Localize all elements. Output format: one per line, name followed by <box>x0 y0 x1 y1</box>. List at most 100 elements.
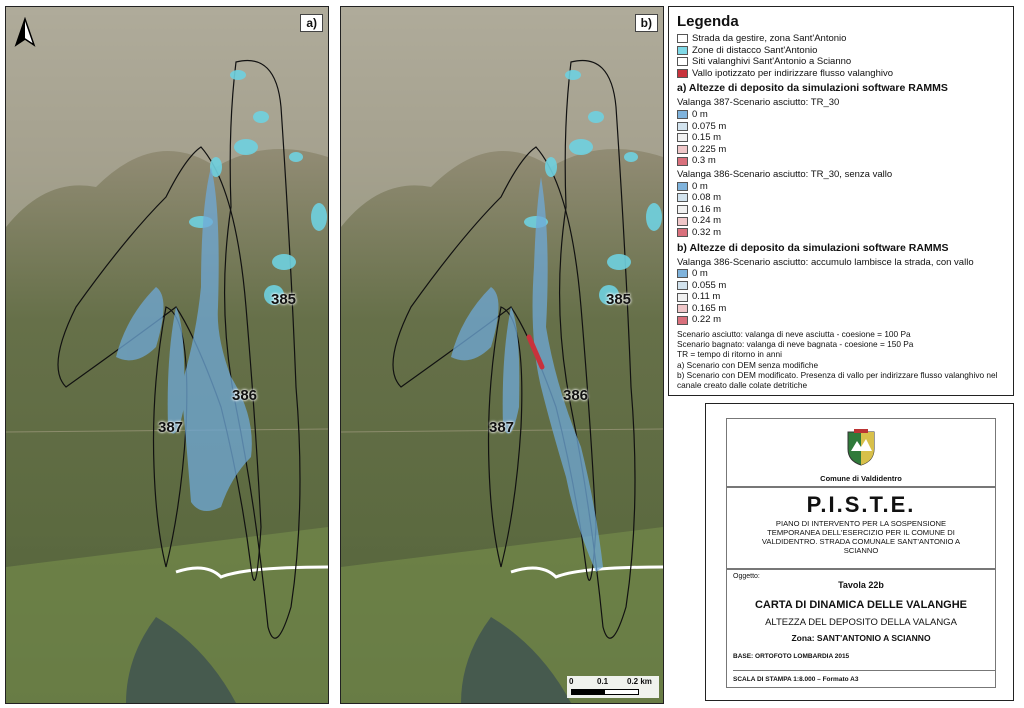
legend-class-label: 0.08 m <box>692 192 722 204</box>
legend-class: 0.15 m <box>677 132 1005 144</box>
legend-class-label: 0.075 m <box>692 120 727 132</box>
legend-notes: Scenario asciutto: valanga di neve asciu… <box>677 329 1005 390</box>
legend-item-label: Siti valanghivi Sant'Antonio a Scianno <box>692 56 852 68</box>
basemap-label: BASE: ORTOFOTO LOMBARDIA 2015 <box>733 653 850 660</box>
site-385-outline <box>559 60 636 639</box>
legend-class: 0.055 m <box>677 280 1005 292</box>
oggetto-label: Oggetto: <box>733 573 760 580</box>
legend-swatch <box>677 69 688 79</box>
legend-class-label: 0.11 m <box>692 291 721 303</box>
legend-swatch <box>677 145 688 155</box>
title-block: Comune di Valdidentro P.I.S.T.E. PIANO D… <box>705 403 1014 701</box>
legend-class-label: 0.055 m <box>692 279 727 291</box>
legend-class: 0.32 m <box>677 227 1005 239</box>
project-header: P.I.S.T.E. PIANO DI INTERVENTO PER LA SO… <box>726 486 996 570</box>
legend-swatch <box>677 193 688 203</box>
legend-class: 0 m <box>677 109 1005 121</box>
deflection-dam <box>526 334 545 370</box>
site-label-387: 387 <box>158 419 184 436</box>
legend-item-label: Vallo ipotizzato per indirizzare flusso … <box>692 67 894 79</box>
legend-section-b: b) Altezze di deposito da simulazioni so… <box>677 241 949 254</box>
legend-item-label: Strada da gestire, zona Sant'Antonio <box>692 33 847 44</box>
site-label-386: 386 <box>563 387 589 404</box>
legend-title: Legenda <box>677 13 739 30</box>
legend-swatch <box>677 156 688 166</box>
legend-swatch <box>677 110 688 120</box>
legend-swatch <box>677 205 688 215</box>
scale-end: 0.2 km <box>627 677 652 686</box>
legend-section-a: a) Altezze di deposito da simulazioni so… <box>677 82 948 95</box>
legend-class-label: 0.15 m <box>692 132 722 144</box>
legend-swatch <box>677 304 688 314</box>
piste-title: P.I.S.T.E. <box>806 492 916 517</box>
legend-swatch <box>677 315 688 325</box>
legend-class-label: 0 m <box>692 268 708 280</box>
scale-mid: 0.1 <box>597 677 609 686</box>
legend-class-label: 0.16 m <box>692 203 722 215</box>
legend-swatch <box>677 269 688 279</box>
legend-note: b) Scenario con DEM modificato. Presenza… <box>677 369 998 391</box>
scale-bar-graphic <box>571 689 639 695</box>
legend-class: 0 m <box>677 268 1005 280</box>
panel-tag: a) <box>300 14 323 32</box>
legend-class: 0.11 m <box>677 291 1005 303</box>
legend-swatch <box>677 57 688 67</box>
tavola-number: Tavola 22b <box>838 580 884 590</box>
road-line <box>510 565 663 579</box>
legend-swatch <box>677 181 688 191</box>
site-label-387: 387 <box>489 419 515 436</box>
legend-class-label: 0.165 m <box>692 302 727 314</box>
site-label-386: 386 <box>232 387 258 404</box>
site-label-385: 385 <box>606 291 632 308</box>
road-line <box>175 565 328 579</box>
legend-class-label: 0.22 m <box>692 314 722 326</box>
legend-swatch <box>677 45 688 55</box>
legend-class-label: 0 m <box>692 108 708 120</box>
legend-item: Strada da gestire, zona Sant'Antonio <box>677 33 1005 45</box>
map-panel-b[interactable]: b) 385 386 387 0 0.1 0.2 km <box>340 6 664 704</box>
legend-class: 0.165 m <box>677 303 1005 315</box>
legend-swatch <box>677 121 688 131</box>
legend-group-title: Valanga 386-Scenario asciutto: accumulo … <box>677 256 974 268</box>
legend-class: 0 m <box>677 181 1005 193</box>
legend-class-label: 0.32 m <box>692 226 722 238</box>
legend-item: Vallo ipotizzato per indirizzare flusso … <box>677 68 1005 80</box>
deposit-areas <box>451 177 603 572</box>
legend-item-label: Zone di distacco Sant'Antonio <box>692 44 818 56</box>
map-panel-a[interactable]: a) 385 386 387 <box>5 6 329 704</box>
legend-class: 0.22 m <box>677 314 1005 326</box>
legend-class-label: 0.24 m <box>692 215 722 227</box>
legend-class: 0.225 m <box>677 144 1005 156</box>
comune-name: Comune di Valdidentro <box>820 474 902 483</box>
legend-class: 0.075 m <box>677 121 1005 133</box>
panel-tag: b) <box>634 14 658 32</box>
sheet-info: Oggetto: Tavola 22b CARTA DI DINAMICA DE… <box>726 568 996 688</box>
legend-note: a) Scenario con DEM senza modifiche <box>677 359 819 370</box>
scale-bar: 0 0.1 0.2 km <box>567 676 659 698</box>
legend-swatch <box>677 292 688 302</box>
orthophoto-map-b <box>341 7 663 703</box>
legend-swatch <box>677 133 688 143</box>
zone-label: Zona: SANT'ANTONIO A SCIANNO <box>791 633 931 643</box>
legend-swatch <box>677 34 688 44</box>
print-scale: SCALA DI STAMPA 1:8.000 – Formato A3 <box>733 670 995 687</box>
legend-group-title: Valanga 386-Scenario asciutto: TR_30, se… <box>677 168 893 180</box>
legend-item: Siti valanghivi Sant'Antonio a Scianno <box>677 56 1005 68</box>
piste-subtitle: PIANO DI INTERVENTO PER LA SOSPENSIONE T… <box>761 519 961 555</box>
orthophoto-map-a <box>6 7 328 703</box>
legend-class-label: 0.225 m <box>692 143 727 155</box>
legend-group-title: Valanga 387-Scenario asciutto: TR_30 <box>677 97 840 109</box>
site-label-385: 385 <box>271 291 297 308</box>
legend-panel: Legenda Strada da gestire, zona Sant'Ant… <box>668 6 1014 396</box>
map-subtitle: ALTEZZA DEL DEPOSITO DELLA VALANGA <box>765 617 957 628</box>
legend-class-label: 0 m <box>692 180 708 192</box>
deposit-areas <box>116 167 252 511</box>
map-title: CARTA DI DINAMICA DELLE VALANGHE <box>754 599 968 611</box>
legend-class-label: 0.3 m <box>692 155 716 167</box>
legend-note: TR = tempo di ritorno in anni <box>677 349 782 360</box>
site-385-outline <box>224 60 301 639</box>
legend-swatch <box>677 216 688 226</box>
legend-class: 0.24 m <box>677 215 1005 227</box>
site-387-outline <box>487 306 523 568</box>
legend-note: Scenario bagnato: valanga di neve bagnat… <box>677 339 914 350</box>
